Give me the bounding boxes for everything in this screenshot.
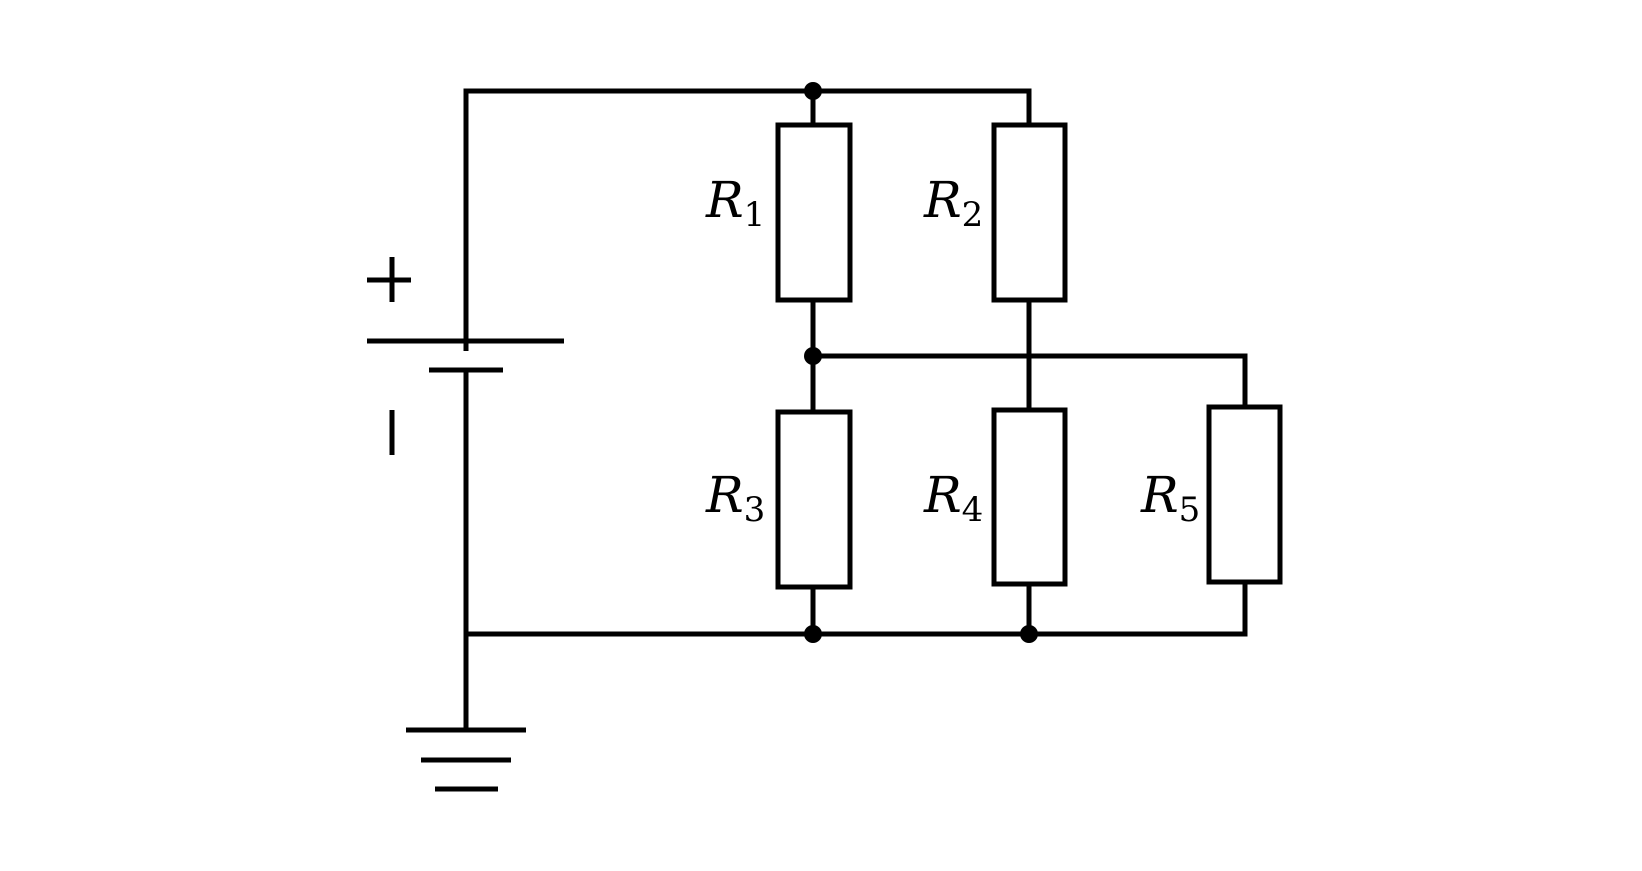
wires: [463, 88, 1248, 730]
ground-symbol-icon: [406, 727, 526, 792]
plus-sign-icon: [367, 257, 411, 302]
resistor-r5: [1206, 404, 1283, 585]
junction-dot: [1020, 625, 1038, 643]
wire-mid-to-r5: [813, 353, 1248, 407]
junctions: [804, 82, 1038, 643]
junction-dot: [804, 625, 822, 643]
label-r4: R4: [923, 466, 983, 530]
label-r2: R2: [923, 171, 983, 235]
resistor-r2: [991, 122, 1068, 303]
wire-top-right: [813, 88, 1032, 125]
resistor-labels: R1 R2 R3 R4 R5: [705, 171, 1200, 530]
label-r3: R3: [705, 466, 765, 530]
resistor-r4: [991, 407, 1068, 587]
junction-dot: [804, 82, 822, 100]
resistor-r3: [775, 409, 853, 590]
junction-dot: [804, 347, 822, 365]
resistor-r1: [775, 122, 853, 303]
wire-r5-to-bottom: [466, 582, 1248, 637]
wire-top-left: [463, 88, 816, 351]
resistors: [775, 122, 1283, 590]
label-r1: R1: [705, 171, 765, 235]
battery: [367, 257, 564, 455]
label-r5: R5: [1140, 466, 1200, 530]
